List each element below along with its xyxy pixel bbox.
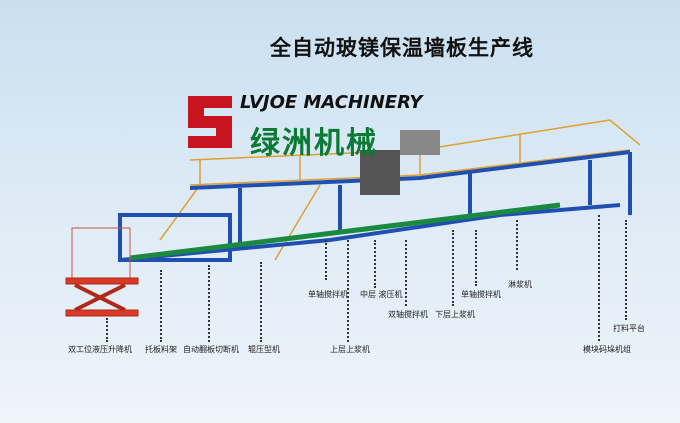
hopper xyxy=(360,150,400,195)
page-title: 全自动玻镁保温墙板生产线 xyxy=(270,36,534,60)
label-twin-mixer: 双轴搅拌机 xyxy=(388,310,428,319)
label-middle-press: 中层 滚压机 xyxy=(360,290,403,299)
label-lower-slurry: 下层上浆机 xyxy=(435,310,475,319)
hydraulic-lift xyxy=(65,227,139,317)
label-spray: 淋浆机 xyxy=(508,280,532,289)
label-roller: 辊压型机 xyxy=(248,345,280,354)
brand-name-en: LVJOE MACHINERY xyxy=(240,92,423,113)
label-platform: 打料平台 xyxy=(613,324,645,333)
conveyor xyxy=(129,202,561,261)
label-cutter: 自动翻板切断机 xyxy=(183,345,239,354)
label-upper-slurry: 上层上浆机 xyxy=(330,345,370,354)
platform-railing xyxy=(159,119,641,261)
label-mixer-2: 单轴搅拌机 xyxy=(461,290,501,299)
brand-logo-icon xyxy=(188,96,232,148)
steel-frame xyxy=(118,150,632,262)
label-stacker: 模块码垛机组 xyxy=(583,345,631,354)
brand-name-cn: 绿洲机械 xyxy=(250,126,378,161)
label-mixer-1: 单轴搅拌机 xyxy=(308,290,348,299)
label-lift: 双工位液压升降机 xyxy=(68,345,132,354)
label-pallet-rack: 托板料架 xyxy=(145,345,177,354)
mixer xyxy=(400,130,440,155)
